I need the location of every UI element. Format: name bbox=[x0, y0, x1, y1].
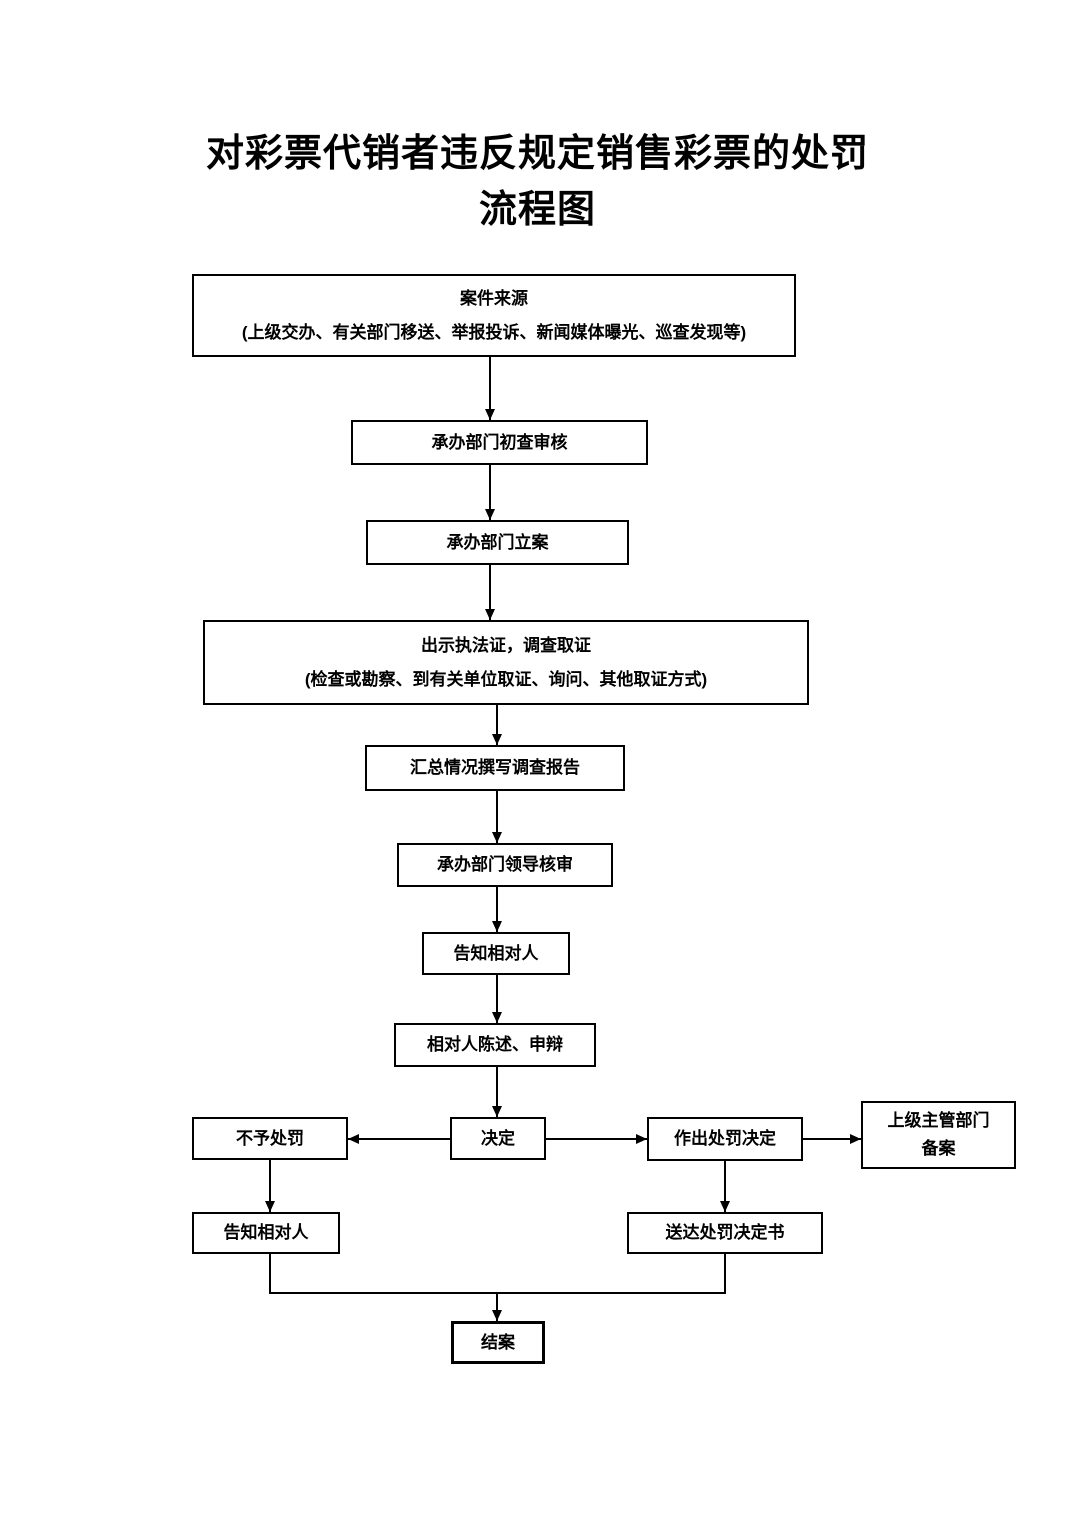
node-evidence-subtitle: (检查或勘察、到有关单位取证、询问、其他取证方式) bbox=[304, 669, 708, 689]
node-deliver-decision: 送达处罚决定书 bbox=[627, 1212, 823, 1254]
page-title-line2: 流程图 bbox=[478, 189, 596, 231]
node-notify-party-2: 告知相对人 bbox=[192, 1212, 340, 1254]
node-decision: 决定 bbox=[450, 1117, 546, 1160]
node-no-penalty: 不予处罚 bbox=[192, 1117, 348, 1160]
node-evidence-title: 出示执法证，调查取证 bbox=[421, 635, 591, 655]
node-penalty-decision: 作出处罚决定 bbox=[647, 1117, 803, 1161]
node-party-statement: 相对人陈述、申辩 bbox=[394, 1023, 596, 1067]
page-title: 对彩票代销者违反规定销售彩票的处罚 流程图 bbox=[0, 126, 1075, 238]
node-show-credentials-investigate: 出示执法证，调查取证 (检查或勘察、到有关单位取证、询问、其他取证方式) bbox=[203, 620, 809, 705]
node-superior-filing: 上级主管部门 备案 bbox=[861, 1101, 1016, 1169]
node-notify-party: 告知相对人 bbox=[422, 932, 570, 975]
node-close-case: 结案 bbox=[451, 1321, 545, 1364]
node-case-source-subtitle: (上级交办、有关部门移送、举报投诉、新闻媒体曝光、巡查发现等) bbox=[241, 322, 747, 342]
page-title-line1: 对彩票代销者违反规定销售彩票的处罚 bbox=[205, 133, 869, 175]
node-case-filing: 承办部门立案 bbox=[366, 520, 629, 565]
node-leader-review: 承办部门领导核审 bbox=[397, 843, 613, 887]
node-write-report: 汇总情况撰写调查报告 bbox=[365, 745, 625, 791]
node-case-source: 案件来源 (上级交办、有关部门移送、举报投诉、新闻媒体曝光、巡查发现等) bbox=[192, 274, 796, 357]
node-case-source-title: 案件来源 bbox=[460, 288, 528, 308]
node-initial-review: 承办部门初查审核 bbox=[351, 420, 648, 465]
